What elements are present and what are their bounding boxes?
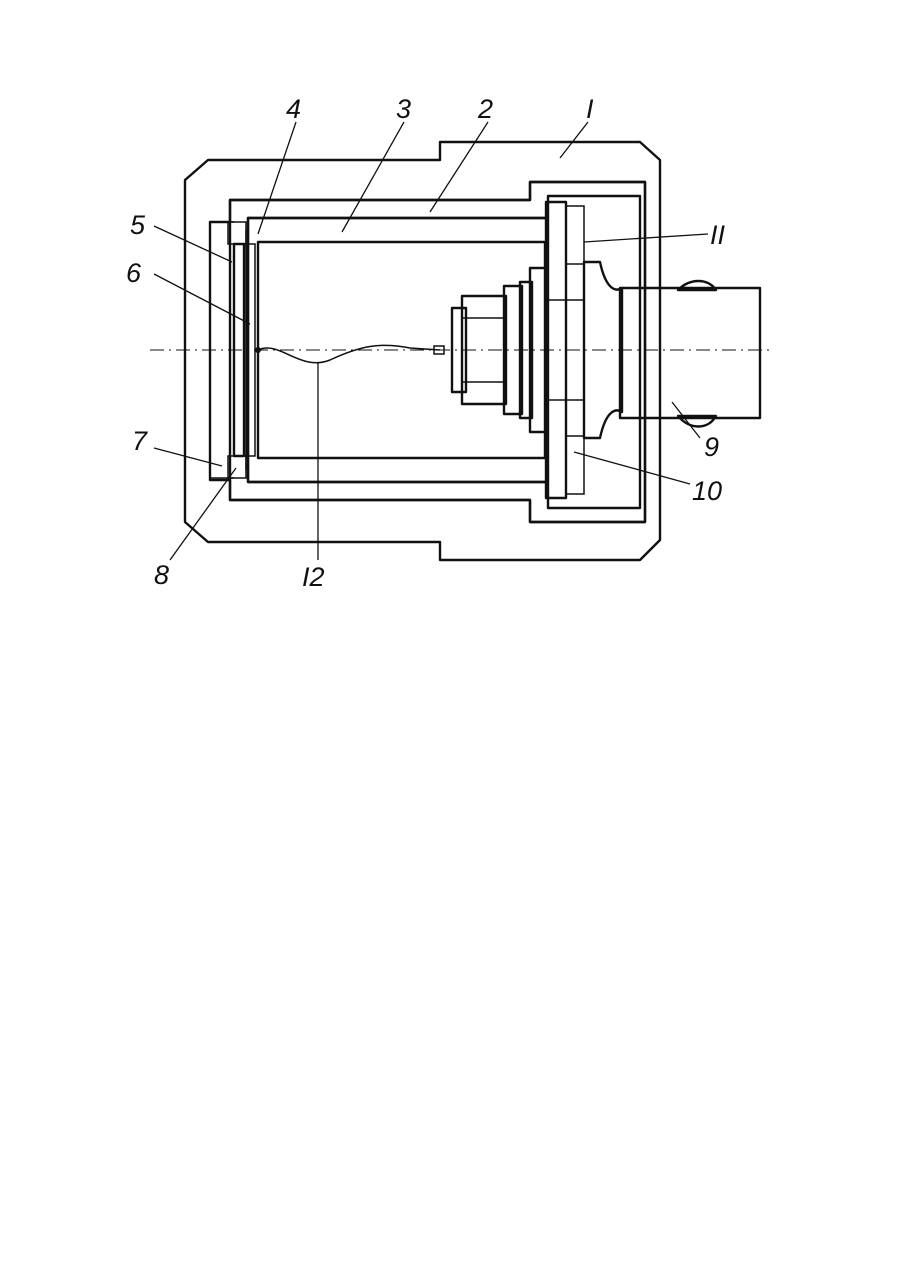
callout-6: 6	[126, 258, 142, 288]
callout-7: 7	[132, 426, 148, 456]
anode-wire	[255, 345, 440, 362]
callout-1: I	[586, 94, 594, 124]
callout-12: I2	[302, 562, 325, 592]
callout-9: 9	[704, 432, 719, 462]
insulating-sleeve	[230, 182, 645, 522]
callout-2: 2	[477, 94, 493, 124]
callout-10: 10	[692, 476, 722, 506]
callout-8: 8	[154, 560, 169, 590]
callout-3: 3	[396, 94, 411, 124]
callout-4: 4	[286, 94, 301, 124]
callout-11: II	[710, 220, 726, 250]
leader-lines	[154, 122, 708, 560]
callout-5: 5	[130, 210, 146, 240]
callout-labels: I 2 3 4 5 6 7 8 9 10 II I2	[126, 94, 726, 592]
